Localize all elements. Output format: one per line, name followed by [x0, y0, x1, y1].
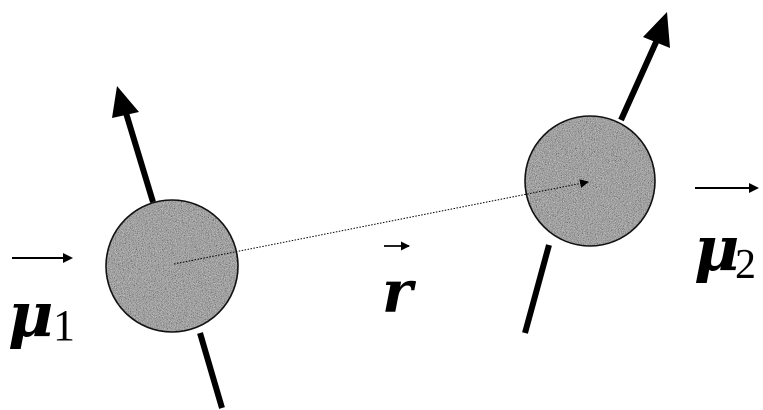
mu1-subscript: 1 — [53, 301, 75, 350]
mu1-symbol: μ — [8, 278, 53, 351]
spin-axis-upper-1 — [123, 112, 156, 203]
speckled-sphere-icon — [524, 115, 656, 247]
spin-arrow-1 — [112, 86, 225, 409]
mu2-subscript: 2 — [735, 242, 756, 288]
mu2-symbol: μ — [694, 212, 739, 285]
speckled-sphere-icon — [105, 199, 239, 333]
spin-arrowhead-1 — [112, 86, 139, 118]
r-symbol: r — [382, 258, 417, 326]
spin-arrow-2 — [522, 12, 670, 334]
mu2-label: μ 2 — [694, 183, 759, 288]
r-label: r — [382, 241, 417, 326]
separation-vector-r — [173, 179, 589, 265]
spin-axis-lower-2 — [522, 244, 552, 334]
mu1-label: μ 1 — [8, 253, 75, 351]
spin-axis-upper-2 — [618, 38, 660, 122]
spin-axis-lower-1 — [197, 332, 225, 409]
spin-arrowhead-2 — [643, 12, 670, 48]
